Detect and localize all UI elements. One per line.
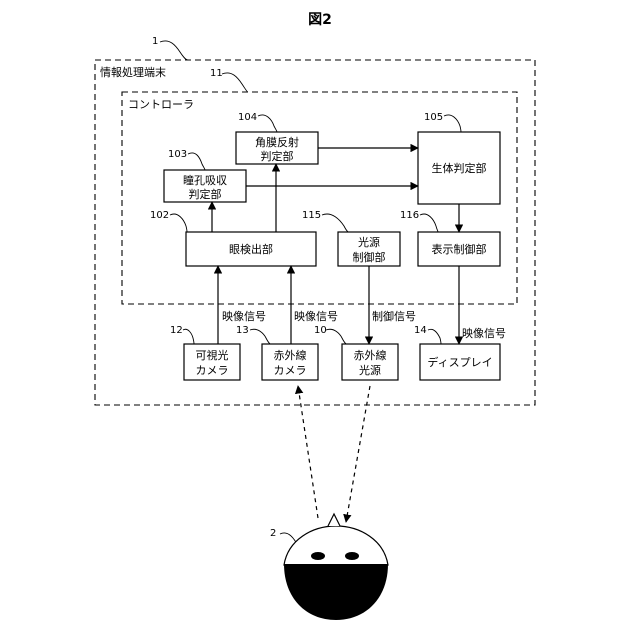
ir-source-ref: 10 [314,325,327,336]
figure-title: 図2 [308,12,332,28]
visible-cam-leader [183,329,194,344]
pupil-ref: 103 [168,149,187,160]
signal-video-2: 映像信号 [294,310,338,323]
light-ctrl-line2: 制御部 [353,250,386,264]
corneal-leader [258,115,277,132]
signal-control: 制御信号 [372,309,416,323]
liveness-ref: 105 [424,112,443,123]
eye-detect-leader [170,214,187,232]
pupil-line2: 判定部 [189,187,222,201]
corneal-line1: 角膜反射 [255,135,299,149]
display-ctrl-line1: 表示制御部 [432,242,487,256]
dashed-path-from-source [346,386,370,522]
light-ctrl-ref: 115 [302,210,321,221]
display-line1: ディスプレイ [427,355,492,369]
display-ctrl-ref: 116 [400,210,419,221]
eye-detect-line1: 眼検出部 [229,242,273,256]
light-ctrl-leader [322,214,348,232]
subject-ref: 2 [270,528,276,539]
corneal-ref: 104 [238,112,257,123]
controller-leader [222,73,248,92]
pupil-leader [188,153,205,170]
liveness-line1: 生体判定部 [432,161,487,175]
signal-video-3: 映像信号 [462,327,506,340]
visible-cam-line2: カメラ [196,364,229,377]
display-leader [428,329,441,344]
system-ref: 1 [152,36,158,47]
pupil-line1: 瞳孔吸収 [183,173,227,187]
system-label: 情報処理端末 [100,65,166,79]
liveness-leader [444,115,461,132]
subject-head-icon [284,514,388,620]
controller-ref: 11 [210,68,223,79]
visible-cam-line1: 可視光 [196,348,229,362]
dashed-path-to-camera [298,386,318,518]
corneal-line2: 判定部 [261,149,294,163]
ir-cam-line1: 赤外線 [274,348,307,362]
display-ctrl-leader [420,214,438,232]
system-leader [160,41,188,60]
visible-cam-ref: 12 [170,325,183,336]
ir-source-line2: 光源 [359,363,381,377]
controller-label: コントローラ [128,98,194,111]
ir-source-line1: 赤外線 [354,348,387,362]
ir-source-leader [326,329,346,344]
light-ctrl-line1: 光源 [358,235,380,249]
eye-detect-ref: 102 [150,210,169,221]
display-ref: 14 [414,325,427,336]
ir-cam-leader [250,329,270,344]
ir-cam-ref: 13 [236,325,249,336]
signal-video-1: 映像信号 [222,310,266,323]
ir-cam-line2: カメラ [274,364,307,377]
